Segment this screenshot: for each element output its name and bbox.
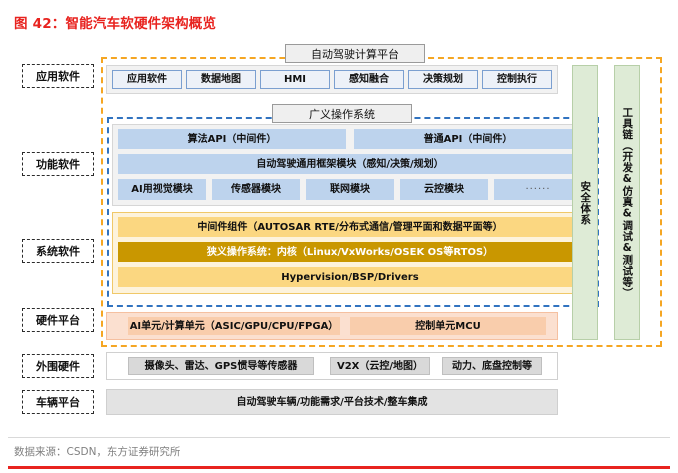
footer-divider xyxy=(8,437,670,438)
stage-label-hardware-platform: 硬件平台 xyxy=(22,308,94,332)
system-row-1[interactable]: 狭义操作系统：内核（Linux/VxWorks/OSEK OS等RTOS） xyxy=(118,242,582,262)
functional-framework-row[interactable]: 自动驾驶通用框架模块（感知/决策/规划） xyxy=(118,154,582,174)
peripheral-item-0[interactable]: 摄像头、雷达、GPS惯导等传感器 xyxy=(128,357,314,375)
system-row-0[interactable]: 中间件组件（AUTOSAR RTE/分布式通信/管理平面和数据平面等） xyxy=(118,217,582,237)
stage-label-vehicle-platform: 车辆平台 xyxy=(22,390,94,414)
caption-general-os: 广义操作系统 xyxy=(272,104,412,123)
app-item-0[interactable]: 应用软件 xyxy=(112,70,182,89)
peripheral-item-2[interactable]: 动力、底盘控制等 xyxy=(442,357,542,375)
vertical-column-safety-system[interactable]: 安全体系 xyxy=(572,65,598,340)
footer-accent-bar xyxy=(8,466,670,469)
hardware-item-1[interactable]: 控制单元MCU xyxy=(350,317,546,335)
vertical-column-tool-chain-label: 工具链（开发&仿真&调试&测试等） xyxy=(621,106,634,299)
vertical-column-safety-system-label: 安全体系 xyxy=(579,180,592,225)
system-row-2[interactable]: Hypervision/BSP/Drivers xyxy=(118,267,582,287)
stage-label-system-software: 系统软件 xyxy=(22,239,94,263)
stage-label-peripheral-hardware: 外围硬件 xyxy=(22,354,94,378)
figure-title: 图 42：智能汽车软硬件架构概览 xyxy=(14,16,217,32)
functional-module-2[interactable]: 联网模块 xyxy=(306,179,394,200)
app-item-3[interactable]: 感知融合 xyxy=(334,70,404,89)
functional-api-1[interactable]: 普通API（中间件） xyxy=(354,129,582,149)
functional-module-3[interactable]: 云控模块 xyxy=(400,179,488,200)
app-item-2[interactable]: HMI xyxy=(260,70,330,89)
caption-compute-platform: 自动驾驶计算平台 xyxy=(285,44,425,63)
stage-label-application-software: 应用软件 xyxy=(22,64,94,88)
functional-module-ellipsis: ······ xyxy=(494,179,582,200)
functional-module-0[interactable]: AI用视觉模块 xyxy=(118,179,206,200)
app-item-5[interactable]: 控制执行 xyxy=(482,70,552,89)
vertical-column-tool-chain[interactable]: 工具链（开发&仿真&调试&测试等） xyxy=(614,65,640,340)
app-item-4[interactable]: 决策规划 xyxy=(408,70,478,89)
functional-module-1[interactable]: 传感器模块 xyxy=(212,179,300,200)
functional-api-0[interactable]: 算法API（中间件） xyxy=(118,129,346,149)
hardware-item-0[interactable]: AI单元/计算单元（ASIC/GPU/CPU/FPGA） xyxy=(128,317,340,335)
peripheral-item-1[interactable]: V2X（云控/地图） xyxy=(330,357,430,375)
source-note: 数据来源：CSDN，东方证券研究所 xyxy=(14,446,181,458)
app-item-1[interactable]: 数据地图 xyxy=(186,70,256,89)
stage-label-functional-software: 功能软件 xyxy=(22,152,94,176)
vehicle-item[interactable]: 自动驾驶车辆/功能需求/平台技术/整车集成 xyxy=(106,389,558,415)
